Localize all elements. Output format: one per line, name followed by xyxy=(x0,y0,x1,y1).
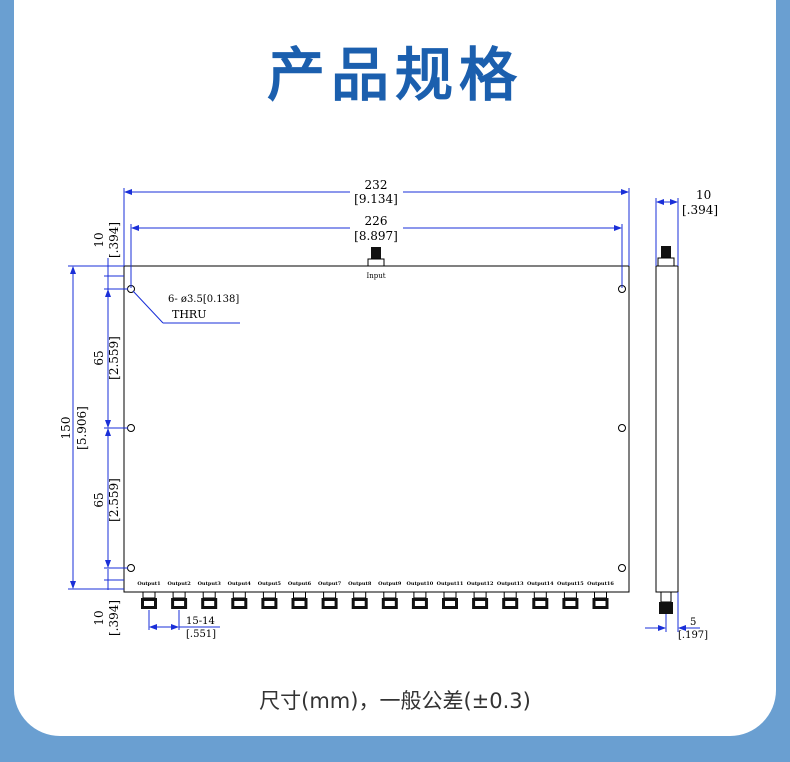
hole-pitch-lower-mm: 65 xyxy=(92,492,106,507)
tolerance-caption: 尺寸(mm)，一般公差(±0.3) xyxy=(259,689,531,713)
input-connector: Input xyxy=(366,247,386,280)
mounting-holes xyxy=(127,285,626,572)
dimension-hole-pitch-upper: 65 [2.559] xyxy=(92,289,128,429)
overall-width-inch: [9.134] xyxy=(354,192,398,206)
output-connectors: Output1 Output2 Output3 Output4 Output5 Outpu… xyxy=(137,581,614,609)
output-label: Output5 xyxy=(258,581,282,587)
hole-pitch-lower-inch: [2.559] xyxy=(107,478,121,522)
output-label: Output12 xyxy=(467,581,494,587)
hole-pitch-upper-inch: [2.559] xyxy=(107,336,121,380)
output-label: Output13 xyxy=(497,581,524,587)
output-connector: Output8 xyxy=(348,581,372,609)
dimension-hole-spacing: 226 [8.897] xyxy=(130,214,623,288)
output-pitch-mm: 15-14 xyxy=(186,616,215,627)
overall-height-inch: [5.906] xyxy=(75,406,89,450)
side-thickness-inch: [.394] xyxy=(682,203,718,217)
output-label: Output14 xyxy=(527,581,554,587)
output-connector: Output3 xyxy=(198,581,222,609)
output-label: Output3 xyxy=(198,581,222,587)
dimension-output-pitch: 15-14 [.551] xyxy=(148,610,220,640)
output-connector: Output6 xyxy=(288,581,312,609)
output-connector: Output1 xyxy=(137,581,161,609)
output-connector: Output13 xyxy=(497,581,524,609)
output-connector: Output16 xyxy=(587,581,614,609)
output-pitch-inch: [.551] xyxy=(186,629,216,640)
output-label: Output7 xyxy=(318,581,342,587)
output-label: Output2 xyxy=(167,581,191,587)
side-offset-inch: [.197] xyxy=(678,630,708,641)
output-label: Output8 xyxy=(348,581,372,587)
bottom-offset-inch: [.394] xyxy=(107,600,121,636)
dimension-top-offset: 10 [.394] xyxy=(92,222,128,298)
dimension-hole-pitch-lower: 65 [2.559] xyxy=(92,428,128,569)
output-label: Output6 xyxy=(288,581,312,587)
side-thickness-mm: 10 xyxy=(696,188,711,202)
mounting-hole xyxy=(618,424,626,432)
overall-width-mm: 232 xyxy=(365,178,388,192)
output-connector: Output7 xyxy=(318,581,342,609)
mounting-hole xyxy=(127,424,135,432)
hole-spacing-inch: [8.897] xyxy=(354,229,398,243)
top-offset-inch: [.394] xyxy=(107,222,121,258)
overall-height-mm: 150 xyxy=(59,417,73,440)
hole-spacing-mm: 226 xyxy=(365,214,388,228)
output-connector: Output12 xyxy=(467,581,494,609)
mounting-hole xyxy=(127,564,135,572)
mounting-hole xyxy=(618,564,626,572)
hole-pitch-upper-mm: 65 xyxy=(92,350,106,365)
output-label: Output1 xyxy=(137,581,160,587)
output-connector: Output14 xyxy=(527,581,554,609)
output-label: Output9 xyxy=(378,581,402,587)
hole-note-diameter: 6- ø3.5[0.138] xyxy=(168,294,239,305)
dimension-overall-width: 232 [9.134] xyxy=(123,178,630,266)
output-connector: Output5 xyxy=(258,581,282,609)
output-connector: Output11 xyxy=(437,581,464,609)
page-title: 产品规格 xyxy=(266,41,523,109)
hole-note-thru: THRU xyxy=(172,308,206,321)
top-offset-mm: 10 xyxy=(92,232,106,247)
output-label: Output16 xyxy=(587,581,614,587)
input-label: Input xyxy=(366,272,385,280)
output-connector: Output9 xyxy=(378,581,402,609)
hole-note: 6- ø3.5[0.138] THRU xyxy=(132,290,240,324)
output-label: Output10 xyxy=(407,581,434,587)
output-connector: Output4 xyxy=(228,581,252,609)
output-connector: Output10 xyxy=(407,581,434,609)
side-view: 10 [.394] 5 [.197] xyxy=(645,188,718,641)
spec-card: 产品规格 尺寸(mm)，一般公差(±0.3) xyxy=(14,0,776,736)
output-label: Output11 xyxy=(437,581,464,587)
dimension-bottom-offset: 10 [.394] xyxy=(92,569,124,636)
output-label: Output4 xyxy=(228,581,252,587)
side-offset-mm: 5 xyxy=(690,617,696,628)
output-connector: Output2 xyxy=(167,581,191,609)
output-label: Output15 xyxy=(557,581,584,587)
dimension-overall-height: 150 [5.906] xyxy=(59,265,124,590)
output-connector: Output15 xyxy=(557,581,584,609)
bottom-offset-mm: 10 xyxy=(92,610,106,625)
